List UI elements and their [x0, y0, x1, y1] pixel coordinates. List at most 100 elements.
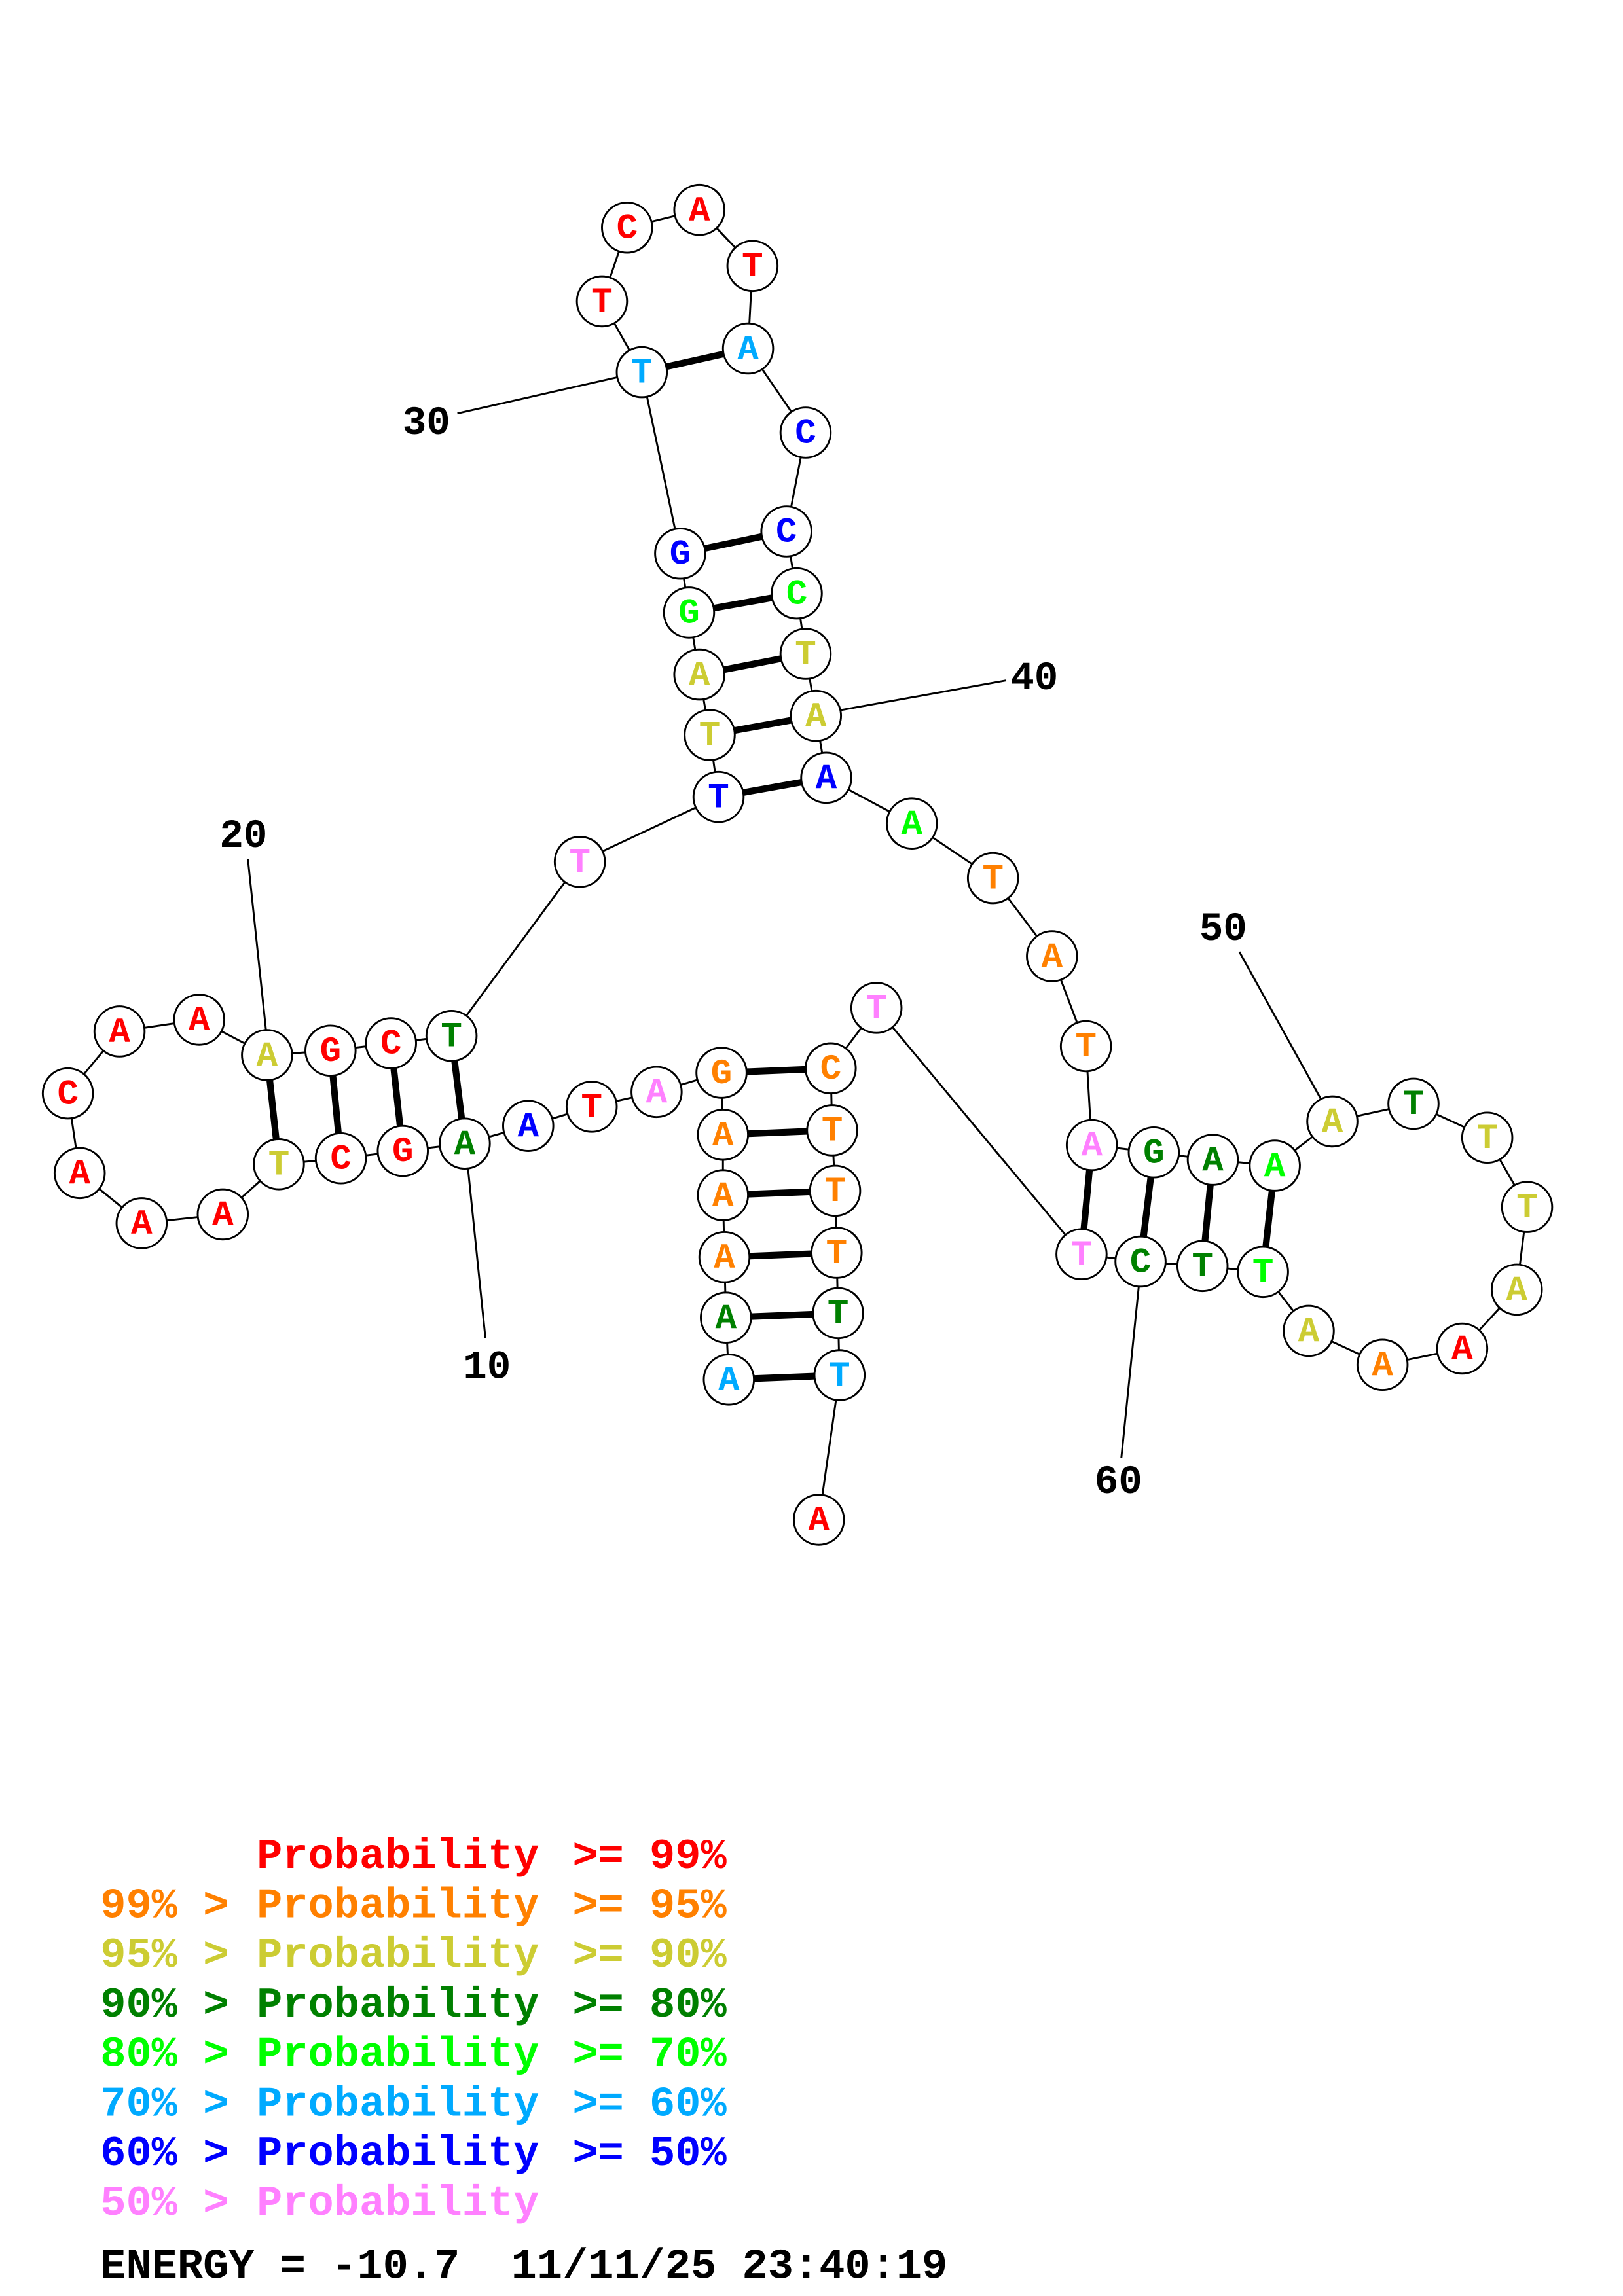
nucleotide-base: A: [1506, 1271, 1528, 1311]
nucleotide-circle: [1490, 1263, 1543, 1316]
legend-label: Probability: [257, 1931, 539, 1980]
legend-item: Probability>= 99%: [257, 1833, 727, 1881]
nucleotide-circle: [1501, 1181, 1554, 1233]
nucleotide-base: T: [591, 283, 612, 323]
nucleotide-1: A: [702, 1354, 756, 1406]
nucleotide-base: T: [1075, 1028, 1096, 1067]
nucleotide-circle: [565, 1081, 618, 1133]
legend-label: Probability: [257, 2130, 539, 2178]
nucleotide-22: C: [365, 1017, 417, 1069]
nucleotide-27: A: [673, 648, 726, 701]
nucleotide-51: T: [1387, 1077, 1440, 1130]
nucleotide-base: T: [829, 1357, 850, 1397]
nucleotide-circle: [365, 1017, 417, 1069]
nucleotide-base: G: [670, 535, 691, 575]
nucleotide-circle: [792, 1494, 845, 1546]
nucleotide-circle: [1055, 1228, 1108, 1281]
legend-prefix: 95% >: [100, 1931, 228, 1980]
position-tick-line: [1120, 1283, 1140, 1458]
nucleotide-circle: [805, 1042, 857, 1095]
nucleotide-base: G: [711, 1054, 732, 1094]
nucleotide-circle: [615, 346, 668, 399]
nucleotide-base: T: [569, 844, 590, 884]
nucleotide-base: A: [712, 1116, 734, 1156]
nucleotide-circle: [376, 1124, 429, 1177]
nucleotide-circle: [726, 240, 779, 293]
position-tick-line: [833, 679, 1007, 713]
nucleotide-base: C: [820, 1050, 841, 1090]
nucleotide-62: T: [850, 982, 903, 1034]
nucleotide-circle: [1237, 1246, 1289, 1299]
nucleotide-base: T: [581, 1088, 602, 1128]
nucleotide-15: A: [115, 1197, 168, 1249]
probability-legend: Probability>= 99%99% >Probability>= 95%9…: [100, 1833, 727, 2228]
nucleotide-circle: [630, 1066, 683, 1119]
legend-threshold: >= 90%: [572, 1931, 727, 1980]
nucleotide-circle: [692, 770, 745, 823]
nucleotide-base: T: [631, 353, 652, 393]
nucleotide-base: A: [1202, 1141, 1224, 1181]
nucleotide-64: T: [806, 1104, 858, 1157]
nucleotide-base: C: [57, 1075, 78, 1115]
nucleotide-48: A: [1186, 1134, 1239, 1186]
legend-prefix: 70% >: [100, 2080, 228, 2128]
nucleotide-53: T: [1501, 1181, 1554, 1233]
nucleotide-base: A: [902, 805, 923, 845]
position-label: 40: [1010, 656, 1058, 702]
backbone-bond: [640, 372, 682, 554]
nucleotide-8: T: [565, 1081, 618, 1133]
nucleotide-circle: [1186, 1134, 1239, 1186]
position-label: 50: [1199, 907, 1247, 952]
nucleotide-9: A: [502, 1100, 555, 1152]
nucleotide-base: T: [1192, 1247, 1213, 1287]
nucleotide-39: T: [779, 628, 832, 680]
nucleotide-base: T: [268, 1146, 289, 1186]
nucleotide-7: A: [630, 1066, 683, 1119]
nucleotide-base: C: [795, 414, 816, 454]
nucleotide-base: T: [441, 1017, 462, 1057]
nucleotide-circle: [700, 1291, 752, 1344]
nucleotide-circle: [1065, 1119, 1118, 1172]
nucleotide-base: T: [1476, 1119, 1497, 1159]
nucleotide-circle: [304, 1024, 357, 1077]
nucleotide-base: A: [1264, 1147, 1286, 1187]
nucleotide-46: A: [1065, 1119, 1118, 1172]
position-label: 20: [219, 814, 267, 859]
nucleotide-56: A: [1356, 1338, 1409, 1391]
nucleotide-67: T: [812, 1287, 864, 1340]
nucleotide-circle: [553, 836, 606, 888]
nucleotide-base: A: [212, 1196, 234, 1236]
nucleotide-circle: [885, 797, 938, 850]
nucleotide-23: T: [425, 1009, 478, 1062]
legend-threshold: >= 60%: [572, 2080, 727, 2128]
nucleotide-base: T: [1071, 1236, 1092, 1276]
nucleotide-17: C: [41, 1067, 94, 1120]
nucleotide-16: A: [53, 1147, 106, 1200]
nucleotide-base: A: [816, 759, 837, 799]
nucleotide-base: T: [795, 636, 816, 675]
nucleotide-base: A: [189, 1001, 210, 1041]
nucleotide-circle: [813, 1349, 866, 1401]
legend-prefix: 80% >: [100, 2031, 228, 2079]
nucleotide-58: T: [1237, 1246, 1289, 1299]
nucleotide-base: T: [982, 859, 1003, 899]
nucleotide-5: A: [697, 1108, 750, 1161]
legend-item: 80% >Probability>= 70%: [100, 2031, 727, 2079]
nucleotide-base: C: [1130, 1243, 1151, 1283]
legend-item: 90% >Probability>= 80%: [100, 1981, 727, 2030]
nucleotide-circle: [439, 1117, 491, 1170]
nucleotide-base: C: [786, 575, 807, 615]
nucleotide-20: A: [241, 1029, 293, 1081]
nucleotide-52: T: [1461, 1111, 1514, 1164]
nucleotide-47: G: [1127, 1126, 1180, 1179]
nucleotide-base: A: [646, 1073, 668, 1113]
nucleotide-circle: [812, 1287, 864, 1340]
nucleotide-35: A: [721, 322, 775, 375]
nucleotide-circle: [654, 528, 706, 580]
nucleotide-circle: [1059, 1020, 1112, 1073]
legend-label: Probability: [257, 2080, 539, 2128]
nucleotide-42: A: [885, 797, 938, 850]
nucleotide-circle: [663, 586, 716, 639]
nucleotide-base: T: [1403, 1085, 1424, 1125]
